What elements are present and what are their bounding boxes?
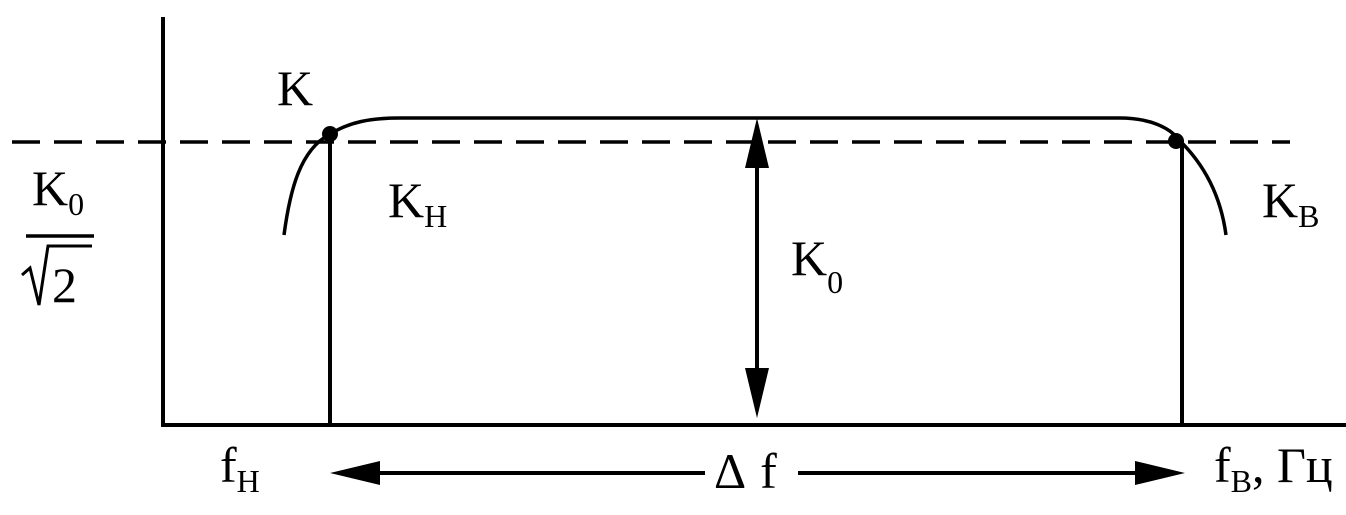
response-curve bbox=[282, 116, 1228, 236]
k0-arrow-head-bottom bbox=[745, 368, 769, 418]
bandwidth-arrow-right-head bbox=[1135, 461, 1185, 485]
bandwidth-arrow-left-head bbox=[330, 461, 380, 485]
ratio-denominator: 2 bbox=[52, 257, 77, 313]
k0-arrow-head-top bbox=[745, 118, 769, 168]
f-high-label: fВ, Гц bbox=[1214, 437, 1333, 499]
k0-label: K0 bbox=[791, 230, 843, 300]
f-low-label: fН bbox=[220, 437, 260, 499]
sqrt-icon bbox=[21, 244, 92, 306]
k-low-label: KН bbox=[388, 172, 447, 234]
ratio-numerator: K0 bbox=[32, 160, 84, 222]
k-high-label: KВ bbox=[1262, 172, 1319, 234]
y-axis-label: K bbox=[277, 60, 313, 116]
